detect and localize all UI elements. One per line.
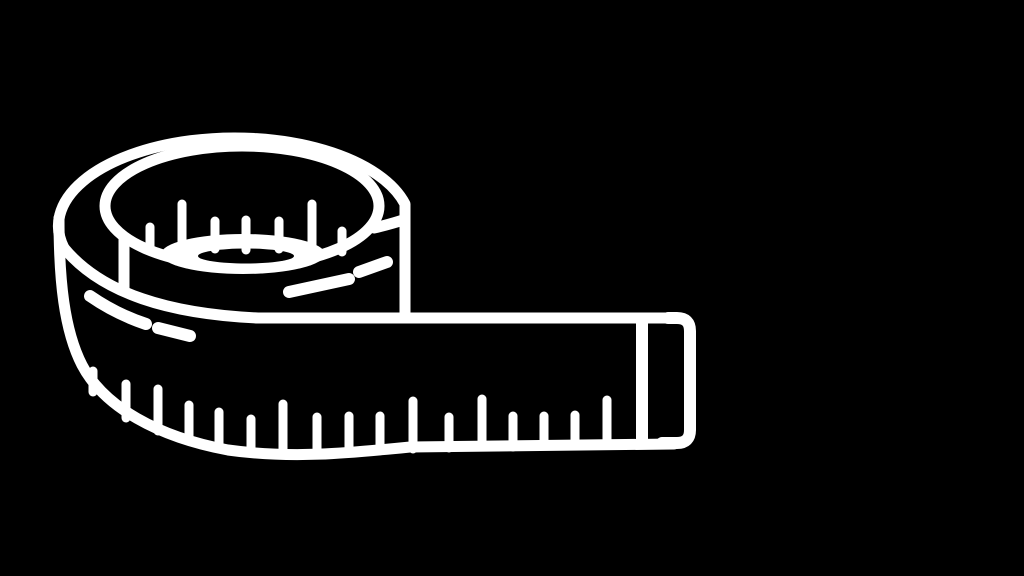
tape-end-cap bbox=[656, 312, 696, 449]
wall-dash bbox=[283, 273, 355, 298]
tape-strip bbox=[53, 212, 696, 461]
tape-edge-tick-marks bbox=[88, 366, 612, 457]
tape-bottom-edge bbox=[53, 212, 680, 461]
tape-coil bbox=[52, 132, 411, 342]
coil-inner-tick-marks bbox=[145, 199, 347, 257]
coil-outer-rim bbox=[52, 132, 411, 319]
coil-core-hole bbox=[198, 248, 294, 264]
wall-dash bbox=[84, 290, 152, 330]
coil-rim-join-right bbox=[368, 214, 409, 234]
tape-top-edge bbox=[58, 242, 678, 324]
wall-dash bbox=[152, 322, 196, 342]
wall-dash bbox=[353, 256, 393, 278]
coil-wall-dashes bbox=[84, 256, 393, 342]
